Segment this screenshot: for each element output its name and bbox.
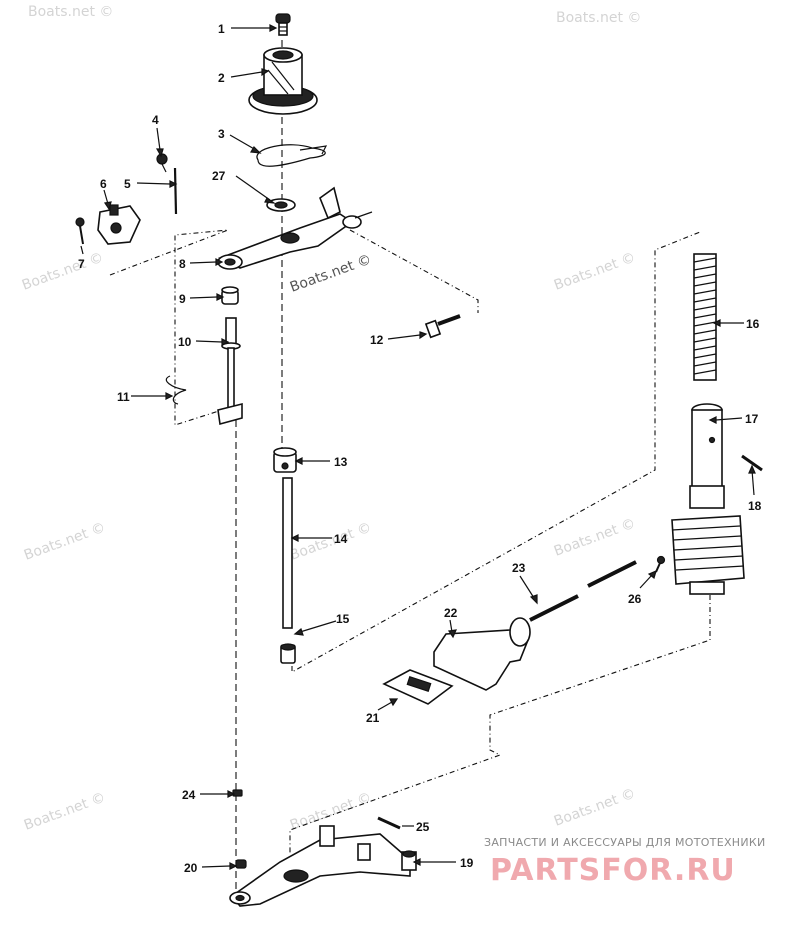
callout-numbers: 1 2 3 4 5 6 7 8 9 10 11 12 13 14 15 16 1… [78, 22, 762, 875]
watermark-left-upper: Boats.net © [20, 250, 106, 294]
callout-12: 12 [370, 333, 384, 347]
callout-13: 13 [334, 455, 348, 469]
callout-25: 25 [416, 820, 430, 834]
part-7-screw [75, 217, 85, 245]
part-20-screw [235, 859, 247, 869]
part-17-boot [671, 485, 745, 595]
callout-4: 4 [152, 113, 159, 127]
part-3-spring-clip [256, 144, 328, 167]
brand-subtitle: ЗАПЧАСТИ И АКСЕССУАРЫ ДЛЯ МОТОТЕХНИКИ [484, 836, 766, 849]
callout-21: 21 [366, 711, 380, 725]
assembly-lines [109, 40, 711, 900]
callout-14: 14 [334, 532, 348, 546]
callout-24: 24 [182, 788, 196, 802]
part-15-rod-end [280, 643, 296, 664]
watermark-right-middle: Boats.net © [552, 516, 638, 560]
callout-19: 19 [460, 856, 474, 870]
watermark-left-lower: Boats.net © [22, 790, 108, 834]
callout-6: 6 [100, 177, 107, 191]
watermark-top-right: Boats.net © [556, 10, 641, 26]
callout-23: 23 [512, 561, 526, 575]
part-13-coupler [273, 447, 297, 473]
callout-27: 27 [212, 169, 226, 183]
callout-18: 18 [748, 499, 762, 513]
callout-2: 2 [218, 71, 225, 85]
leader-lines [80, 24, 756, 870]
part-8-shift-lever [217, 186, 373, 270]
callout-10: 10 [178, 335, 192, 349]
part-11-cotter-pin [165, 375, 187, 405]
part-1-screw [275, 13, 291, 36]
callout-5: 5 [124, 177, 131, 191]
part-23-springs [529, 560, 637, 622]
watermark-right-lower: Boats.net © [552, 786, 638, 830]
callout-11: 11 [117, 390, 130, 404]
part-6-bracket [97, 204, 141, 245]
part-2-gear [248, 47, 318, 115]
callout-1: 1 [218, 22, 225, 36]
watermarks: Boats.net © Boats.net © Boats.net © Boat… [20, 4, 642, 834]
callout-7: 7 [78, 257, 85, 271]
part-25-pin [377, 816, 401, 830]
part-17-tube [691, 403, 723, 491]
callout-20: 20 [184, 861, 198, 875]
part-10-shift-shaft [217, 317, 243, 426]
watermark-top-left: Boats.net © [28, 4, 113, 20]
watermark-center-middle: Boats.net © [288, 520, 374, 564]
callout-16: 16 [746, 317, 760, 331]
part-24-nut [232, 789, 243, 797]
part-5-pin [173, 167, 178, 215]
watermark-left-middle: Boats.net © [22, 520, 108, 564]
part-22-handle [433, 617, 531, 691]
part-27-washer [266, 198, 296, 212]
part-21-plate [382, 669, 454, 705]
watermark-center: Boats.net © [288, 252, 374, 296]
callout-15: 15 [336, 612, 350, 626]
watermark-right-upper: Boats.net © [552, 250, 638, 294]
callout-3: 3 [218, 127, 225, 141]
brand-watermark: ЗАПЧАСТИ И АКСЕССУАРЫ ДЛЯ МОТОТЕХНИКИ PA… [484, 836, 766, 888]
callout-26: 26 [628, 592, 642, 606]
part-26-screw [655, 555, 666, 573]
callout-8: 8 [179, 257, 186, 271]
brand-logo: PARTSFOR.RU [490, 853, 736, 888]
part-14-shift-rod [282, 477, 293, 629]
part-18-pin [741, 454, 763, 472]
callout-9: 9 [179, 292, 186, 306]
part-16-spring [693, 253, 717, 381]
part-4-screw [156, 153, 168, 173]
part-19-lower-lever [229, 825, 417, 907]
part-9-bushing [221, 286, 239, 305]
callout-17: 17 [745, 412, 759, 426]
callout-22: 22 [444, 606, 458, 620]
part-12-bolt [424, 314, 461, 339]
